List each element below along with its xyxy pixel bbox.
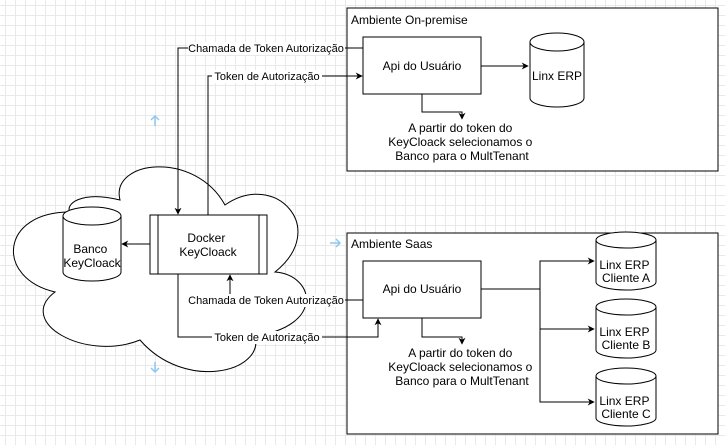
onprem-note-line: KeyCloack selecionamos o xyxy=(388,135,532,149)
docker-keycloack-box[interactable]: Docker KeyCloack xyxy=(149,214,268,275)
banco-keycloack-label: Banco KeyCloack xyxy=(63,242,121,270)
docker-keycloack-label: Docker KeyCloack xyxy=(179,231,237,259)
onprem-note-line: Banco para o MultTenant xyxy=(395,149,529,163)
saas-linx-erp-cliente-b-db[interactable]: Linx ERP Cliente B xyxy=(595,298,657,359)
saas-title: Ambiente Saas xyxy=(351,237,432,251)
cliente-a-label: Linx ERP Cliente A xyxy=(599,258,652,285)
banco-keycloack-db[interactable]: Banco KeyCloack xyxy=(62,206,122,282)
onprem-linx-erp-label: Linx ERP xyxy=(532,69,582,83)
saas-note-line: A partir do token do xyxy=(408,346,512,360)
saas-note-line: KeyCloack selecionamos o xyxy=(388,360,532,374)
edge-label-saas-token: Token de Autorização xyxy=(214,332,319,344)
edge-saas-api-to-note[interactable] xyxy=(421,318,466,345)
onprem-note: A partir do token do KeyCloack seleciona… xyxy=(388,121,535,163)
edge-label-saas-call: Chamada de Token Autorização xyxy=(188,295,344,307)
saas-linx-erp-cliente-a-db[interactable]: Linx ERP Cliente A xyxy=(595,231,657,291)
arrow-hint-icon-down xyxy=(150,362,160,374)
arrow-hint-icon-right xyxy=(330,238,342,248)
saas-note-line: Banco para o MultTenant xyxy=(395,374,529,388)
edge-saas-api-to-cliente-c[interactable] xyxy=(539,329,595,406)
cliente-c-label: Linx ERP Cliente C xyxy=(599,394,652,421)
edge-onprem-api-to-note[interactable] xyxy=(421,94,466,120)
saas-linx-erp-cliente-c-db[interactable]: Linx ERP Cliente C xyxy=(595,367,657,427)
edge-label-onprem-call: Chamada de Token Autorização xyxy=(188,43,344,55)
saas-note: A partir do token do KeyCloack seleciona… xyxy=(388,346,535,388)
onprem-api-label: Api do Usuário xyxy=(383,59,462,73)
edge-saas-api-to-cliente-a[interactable] xyxy=(481,257,595,290)
onprem-api-box[interactable] xyxy=(362,36,482,95)
onprem-linx-erp-db[interactable]: Linx ERP xyxy=(529,32,585,108)
saas-api-box[interactable] xyxy=(362,260,482,319)
arrow-hint-icon-up xyxy=(150,114,160,126)
edge-onprem-token[interactable] xyxy=(207,72,363,215)
cliente-b-label: Linx ERP Cliente B xyxy=(599,325,652,352)
onprem-note-line: A partir do token do xyxy=(408,121,512,135)
onprem-title: Ambiente On-premise xyxy=(351,13,468,27)
edge-label-onprem-token: Token de Autorização xyxy=(214,71,319,83)
saas-api-label: Api do Usuário xyxy=(383,282,462,296)
